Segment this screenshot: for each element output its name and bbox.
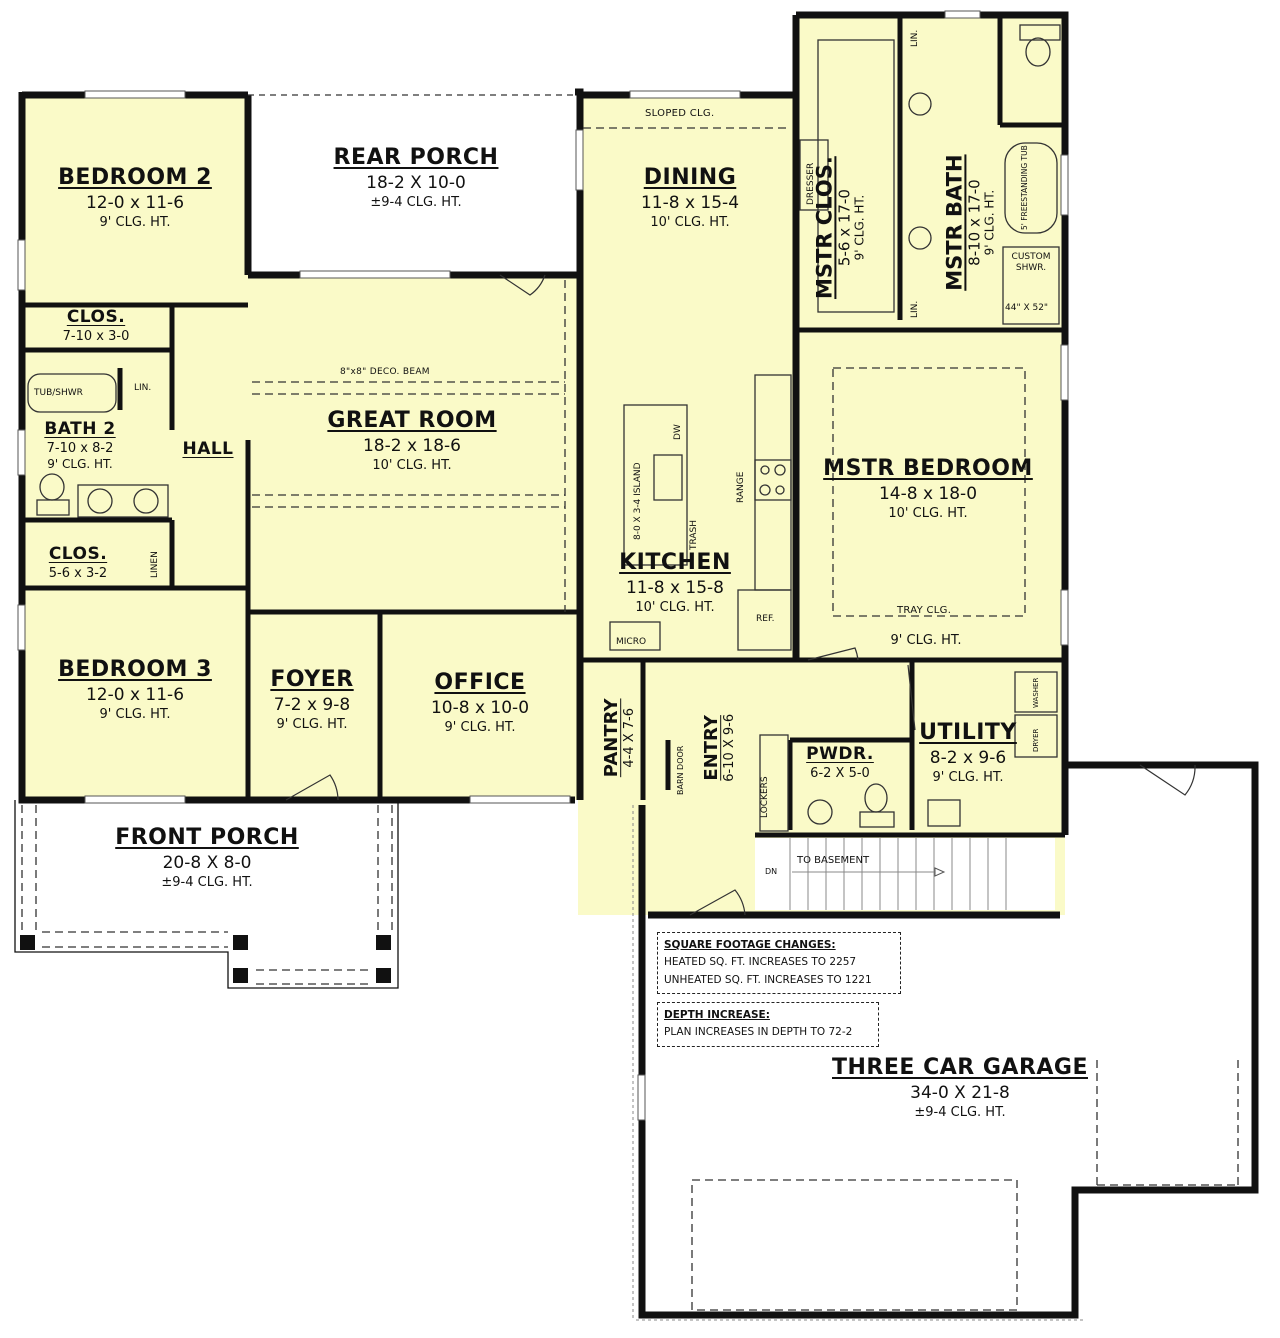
- island-label: 8-0 X 3-4 ISLAND: [633, 462, 643, 540]
- sloped-ceiling-note: SLOPED CLG.: [645, 108, 715, 119]
- front-porch-label: FRONT PORCH 20-8 X 8-0 ±9-4 CLG. HT.: [115, 825, 299, 890]
- kitchen-label: KITCHEN 11-8 x 15-8 10' CLG. HT.: [619, 550, 731, 615]
- dresser-label: DRESSER: [806, 162, 816, 205]
- powder-room-label: PWDR. 6-2 X 5-0: [806, 744, 874, 781]
- trash-label: TRASH: [689, 519, 699, 550]
- refrigerator-label: REF.: [756, 614, 775, 624]
- sqft-changes-note: SQUARE FOOTAGE CHANGES: HEATED SQ. FT. I…: [657, 932, 901, 994]
- range-label: RANGE: [736, 471, 746, 503]
- tray-ceiling-note: TRAY CLG.: [897, 605, 952, 616]
- entry-label: ENTRY 6-10 X 9-6: [701, 713, 737, 782]
- barn-door-label: BARN DOOR: [676, 745, 685, 795]
- stairs-down-label: DN: [765, 867, 778, 876]
- washer-label: WASHER: [1032, 677, 1040, 708]
- rear-porch-label: REAR PORCH 18-2 X 10-0 ±9-4 CLG. HT.: [333, 145, 499, 210]
- microwave-label: MICRO: [616, 637, 647, 647]
- lockers-label: LOCKERS: [760, 776, 770, 818]
- great-room-label: GREAT ROOM 18-2 x 18-6 10' CLG. HT.: [327, 408, 497, 473]
- mstr-bedroom-ceiling-2: 9' CLG. HT.: [890, 633, 962, 648]
- bath2-tub-label: TUB/SHWR: [34, 388, 83, 398]
- mstr-bath-linen-bottom: LIN.: [910, 300, 920, 318]
- garage-label: THREE CAR GARAGE 34-0 X 21-8 ±9-4 CLG. H…: [832, 1055, 1088, 1120]
- mstr-bedroom-label: MSTR BEDROOM 14-8 x 18-0 10' CLG. HT.: [823, 456, 1033, 521]
- heated-area: [22, 15, 1065, 915]
- closet2-label: CLOS. 5-6 x 3-2: [48, 544, 108, 581]
- closet1-label: CLOS. 7-10 x 3-0: [62, 307, 130, 344]
- to-basement-label: TO BASEMENT: [797, 855, 870, 866]
- bath2-label: BATH 2 7-10 x 8-2 9' CLG. HT.: [44, 419, 116, 472]
- mstr-bath-label: MSTR BATH 8-10 x 17-0 9' CLG. HT.: [942, 154, 997, 291]
- bedroom3-label: BEDROOM 3 12-0 x 11-6 9' CLG. HT.: [58, 657, 212, 722]
- depth-increase-note: DEPTH INCREASE: PLAN INCREASES IN DEPTH …: [657, 1002, 879, 1047]
- bedroom2-label: BEDROOM 2 12-0 x 11-6 9' CLG. HT.: [58, 165, 212, 230]
- freestanding-tub-label: 5' FREESTANDING TUB: [1020, 145, 1029, 230]
- hall-label: HALL: [182, 439, 234, 459]
- utility-label: UTILITY 8-2 x 9-6 9' CLG. HT.: [919, 720, 1017, 785]
- custom-shower-size: 44" X 52": [1005, 303, 1049, 313]
- mstr-bath-linen-top: LIN.: [910, 29, 920, 47]
- mstr-closet-label: MSTR CLOS. 5-6 x 17-0 9' CLG. HT.: [812, 156, 867, 300]
- dining-label: DINING 11-8 x 15-4 10' CLG. HT.: [640, 165, 740, 230]
- linen-label: LINEN: [150, 551, 160, 578]
- custom-shower-label: CUSTOM SHWR.: [1011, 252, 1051, 273]
- dishwasher-label: DW: [673, 424, 683, 440]
- dryer-label: DRYER: [1032, 728, 1040, 752]
- bath2-linen-label: LIN.: [134, 383, 152, 393]
- foyer-label: FOYER 7-2 x 9-8 9' CLG. HT.: [270, 667, 354, 732]
- pantry-label: PANTRY 4-4 X 7-6: [601, 698, 637, 778]
- office-label: OFFICE 10-8 x 10-0 9' CLG. HT.: [430, 670, 530, 735]
- deco-beam-note: 8"x8" DECO. BEAM: [340, 367, 430, 377]
